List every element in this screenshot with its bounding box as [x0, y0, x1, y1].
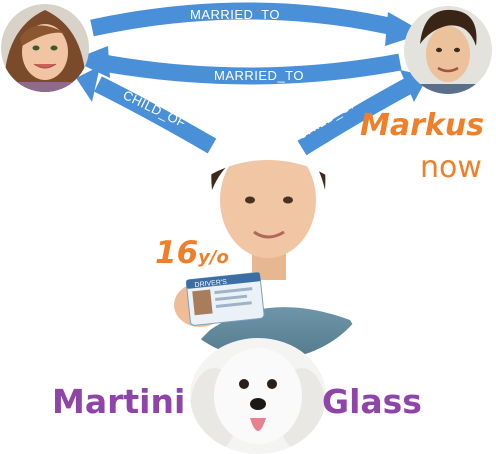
dog-portrait — [190, 338, 326, 454]
age-unit: y/o — [198, 247, 229, 268]
son-age-label: 16y/o — [155, 235, 229, 271]
married-to-label-bottom: MARRIED_TO — [214, 68, 304, 83]
id-card-header: DRIVER'S — [194, 279, 227, 289]
son-name-suffix: now — [420, 150, 482, 185]
father-portrait — [404, 6, 492, 94]
pet-name-first: Martini — [52, 382, 186, 421]
married-to-label-top: MARRIED_TO — [190, 7, 280, 22]
mother-portrait — [1, 4, 89, 92]
age-number: 16 — [155, 235, 199, 271]
son-name-label: Markus — [360, 108, 485, 143]
drivers-license-card: DRIVER'S — [185, 272, 265, 326]
married-to-arrow-top: MARRIED_TO — [90, 2, 425, 46]
married-to-arrow-bottom: MARRIED_TO — [72, 46, 402, 85]
pet-name-second: Glass — [322, 382, 422, 421]
